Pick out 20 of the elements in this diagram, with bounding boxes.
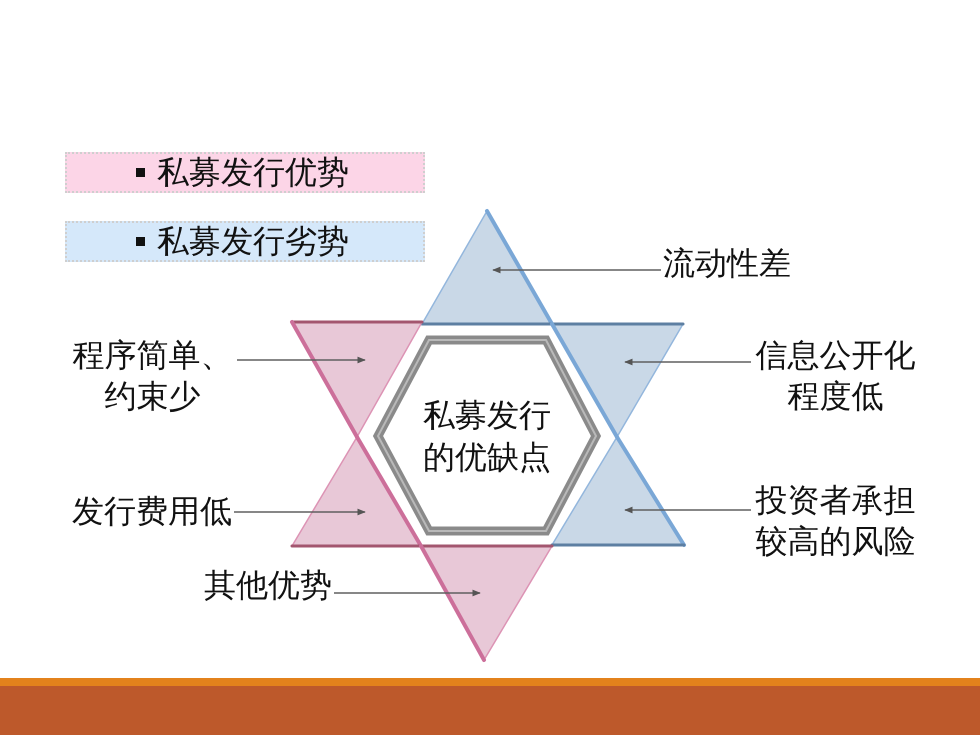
triangle xyxy=(549,434,687,548)
leader-arrow xyxy=(234,508,366,516)
callout-text: 发行费用低 xyxy=(72,491,232,532)
leader-arrow xyxy=(334,590,481,596)
triangle xyxy=(549,321,686,440)
callout-text: 程序简单、约束少 xyxy=(70,335,235,417)
callout-text: 信息公开化程度低 xyxy=(753,335,918,417)
leader-arrow xyxy=(624,358,751,366)
legend-text: 私募发行劣势 xyxy=(157,222,349,261)
callout-text: 流动性差 xyxy=(663,243,791,284)
triangle xyxy=(419,208,555,327)
callout-text: 投资者承担较高的风险 xyxy=(753,480,918,562)
triangle xyxy=(289,434,424,549)
triangle xyxy=(418,543,555,663)
leader-arrow xyxy=(492,266,661,274)
leader-arrow xyxy=(624,506,751,514)
leader-arrow xyxy=(237,356,366,364)
legend-text: 私募发行优势 xyxy=(157,153,349,192)
triangle xyxy=(289,319,425,440)
callout-text: 其他优势 xyxy=(204,565,332,606)
